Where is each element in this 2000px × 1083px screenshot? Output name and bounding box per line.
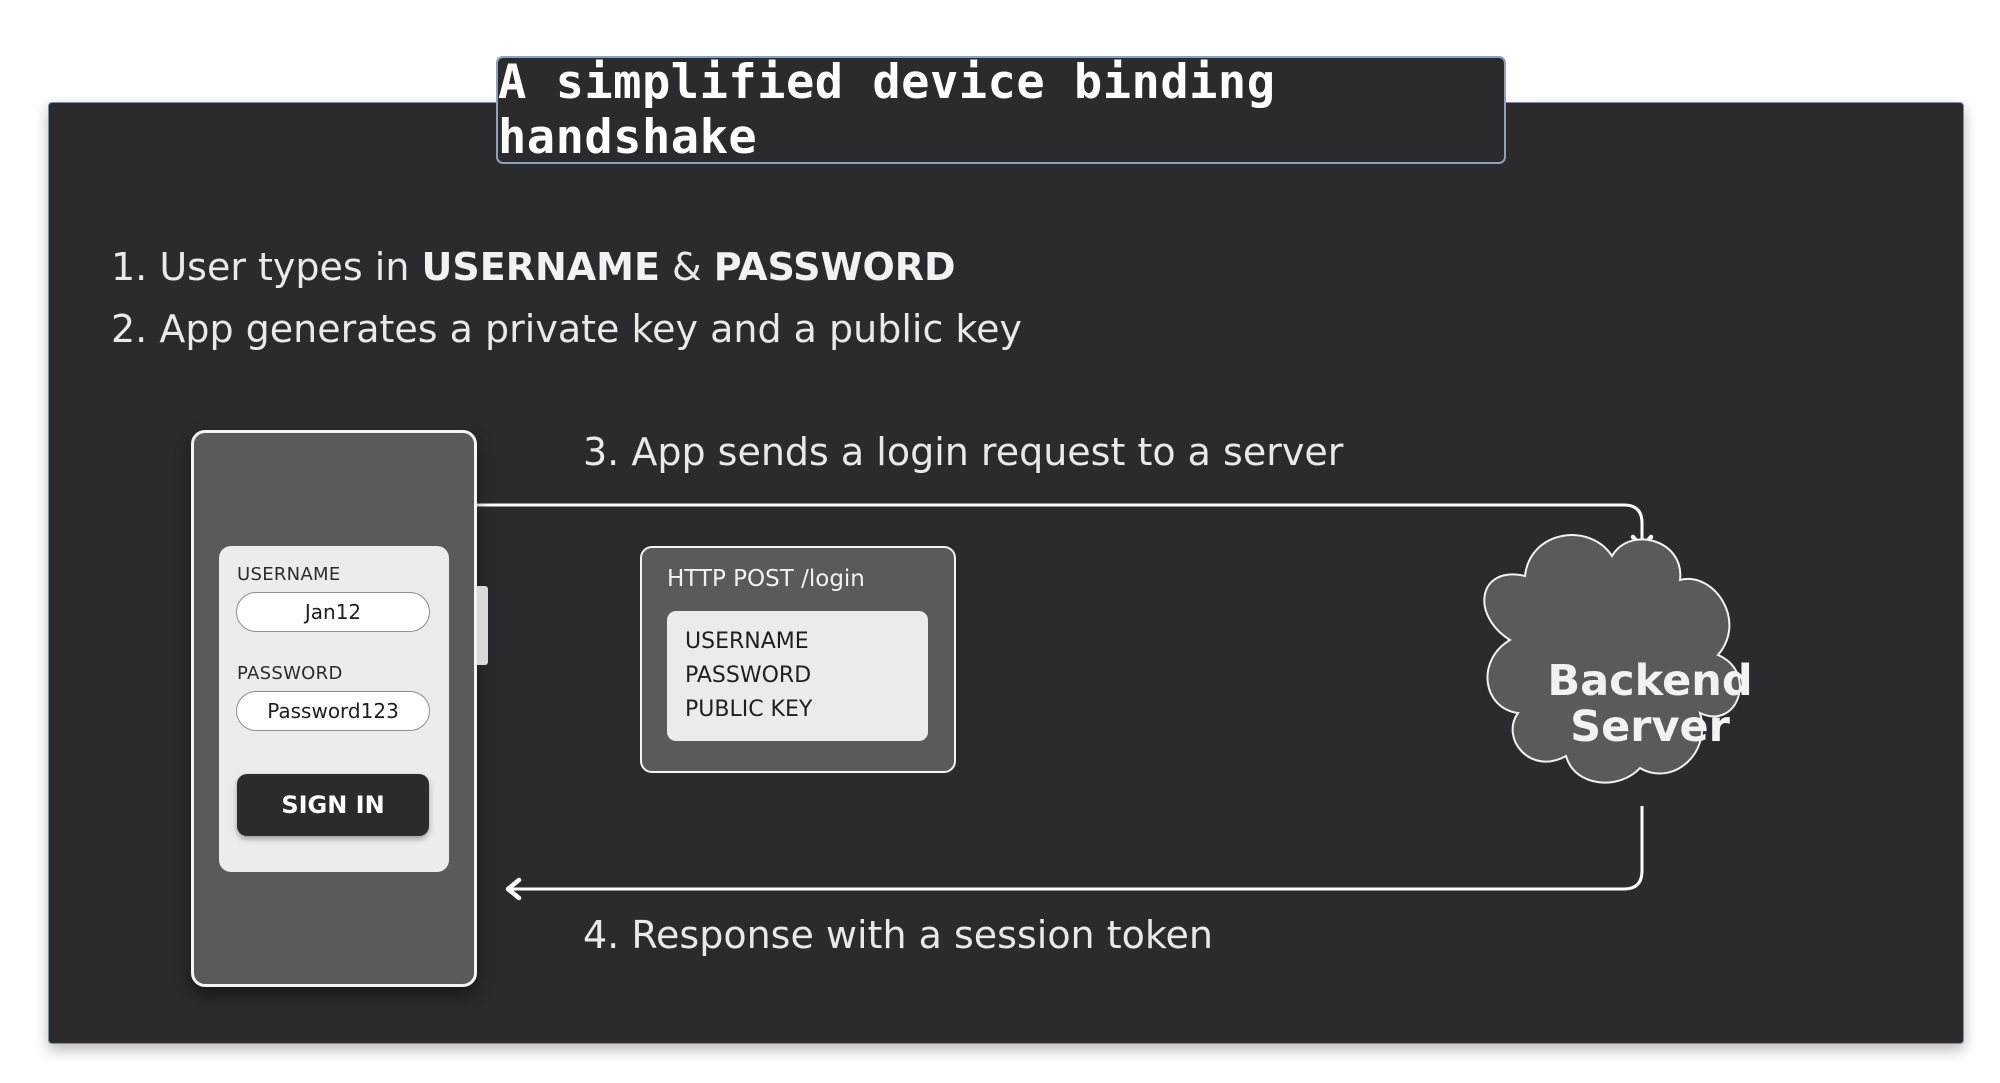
- http-request-box: HTTP POST /login USERNAME PASSWORD PUBLI…: [640, 546, 956, 773]
- step-3: 3. App sends a login request to a server: [583, 430, 1344, 474]
- diagram-title: A simplified device binding handshake: [496, 55, 1506, 165]
- step-1-username: USERNAME: [421, 245, 660, 289]
- step-4: 4. Response with a session token: [583, 913, 1213, 957]
- request-payload: USERNAME PASSWORD PUBLIC KEY: [667, 611, 928, 741]
- payload-field-password: PASSWORD: [685, 663, 812, 688]
- step-2: 2. App generates a private key and a pub…: [111, 307, 1022, 351]
- step-1-prefix: 1. User types in: [111, 245, 422, 289]
- username-field[interactable]: Jan12: [236, 592, 430, 632]
- step-1-amp: &: [659, 245, 714, 289]
- backend-server-label: Backend Server: [1500, 658, 1800, 750]
- sign-in-button[interactable]: SIGN IN: [237, 774, 429, 836]
- server-label-line-2: Server: [1570, 702, 1730, 752]
- password-label: PASSWORD: [237, 663, 343, 684]
- password-field[interactable]: Password123: [236, 691, 430, 731]
- phone-side-button: [477, 586, 488, 665]
- server-label-line-1: Backend: [1547, 656, 1753, 706]
- http-request-title: HTTP POST /login: [667, 566, 865, 592]
- payload-field-public-key: PUBLIC KEY: [685, 697, 813, 722]
- step-1-password: PASSWORD: [713, 245, 956, 289]
- payload-field-username: USERNAME: [685, 629, 809, 654]
- login-form: USERNAME Jan12 PASSWORD Password123 SIGN…: [219, 546, 449, 872]
- username-label: USERNAME: [237, 564, 341, 585]
- step-1: 1. User types in USERNAME & PASSWORD: [111, 245, 956, 289]
